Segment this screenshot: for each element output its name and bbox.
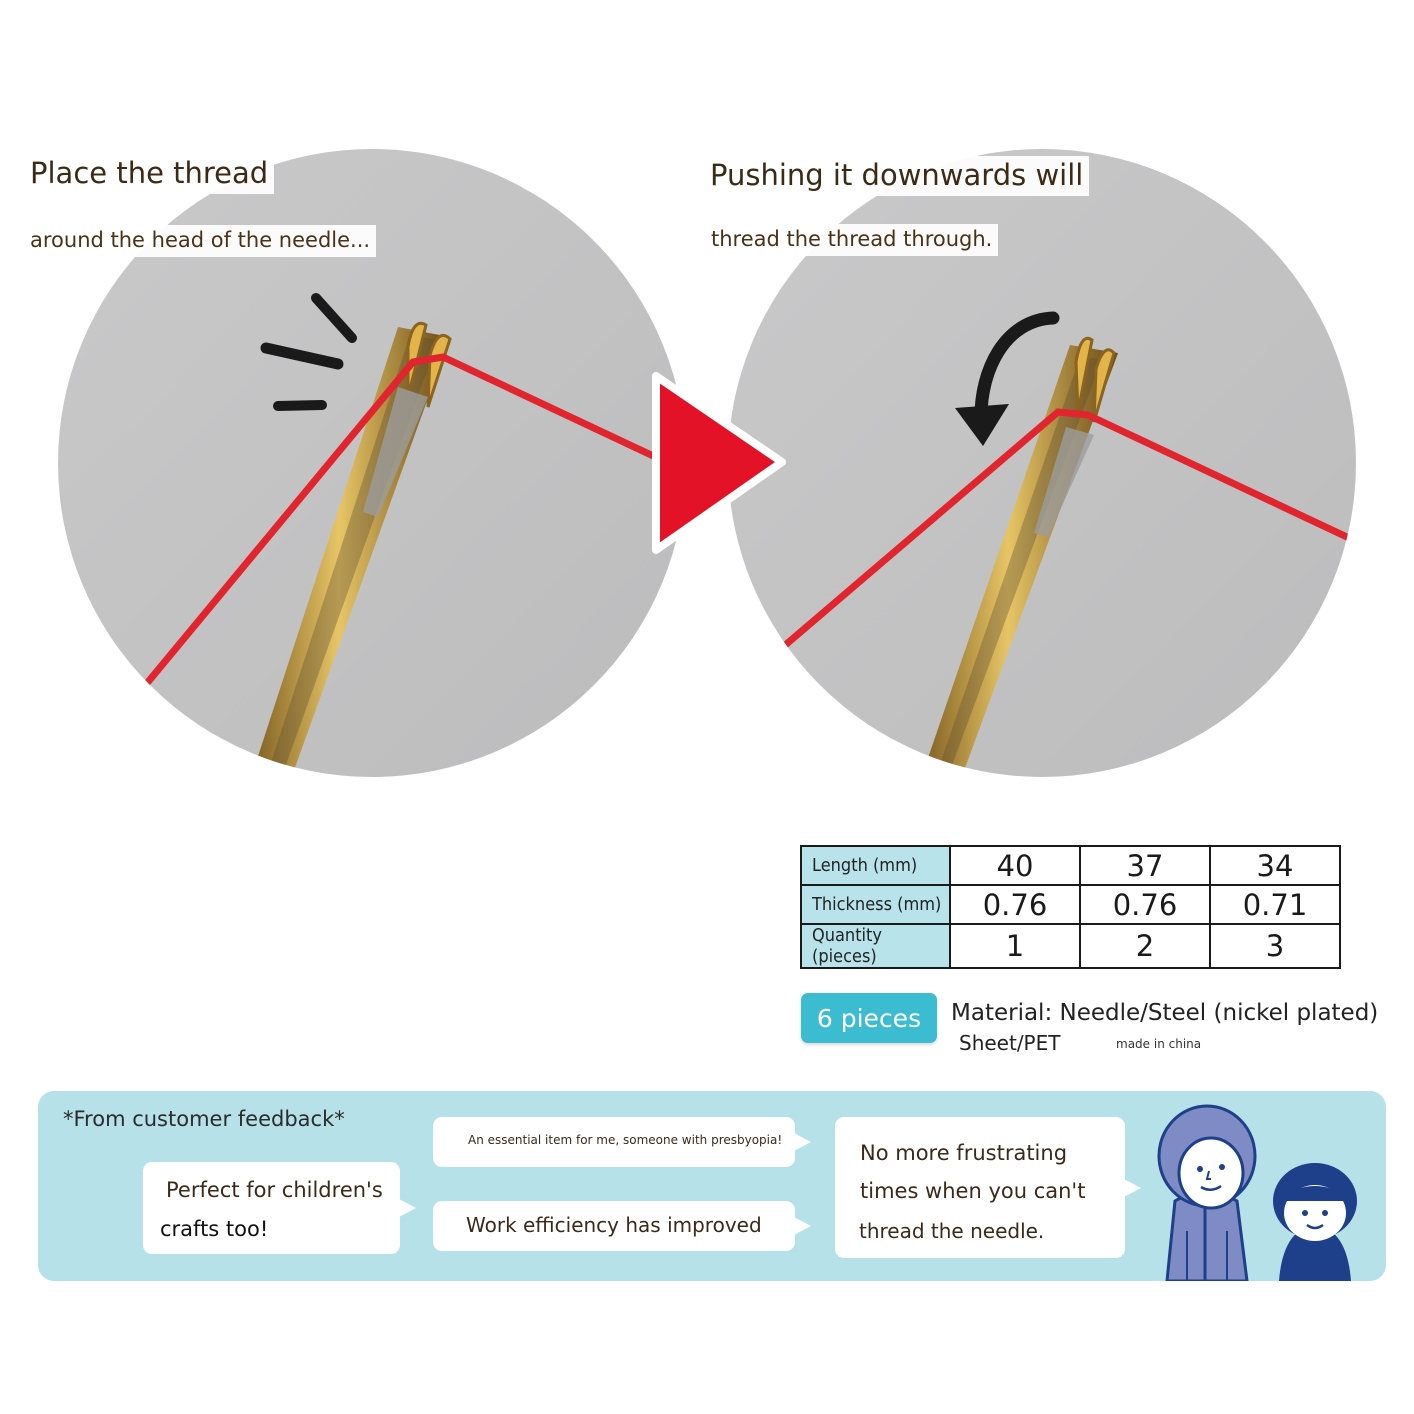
step-2-subtitle: thread the thread through. bbox=[707, 224, 999, 256]
row-label-thickness: Thickness (mm) bbox=[800, 884, 951, 925]
table-row: Quantity (pieces) 1 2 3 bbox=[800, 923, 1341, 969]
table-row: Length (mm) 40 37 34 bbox=[800, 845, 1341, 886]
table-cell: 0.76 bbox=[949, 884, 1081, 925]
table-cell: 2 bbox=[1079, 923, 1211, 969]
step-1-title: Place the thread bbox=[26, 154, 275, 194]
row-label-quantity: Quantity (pieces) bbox=[800, 923, 951, 969]
feedback-text: Perfect for children's bbox=[166, 1178, 383, 1202]
table-cell: 1 bbox=[949, 923, 1081, 969]
spec-table: Length (mm) 40 37 34 Thickness (mm) 0.76… bbox=[800, 845, 1341, 969]
row-label-length: Length (mm) bbox=[800, 845, 951, 886]
play-arrow-icon bbox=[652, 372, 786, 554]
table-cell: 34 bbox=[1209, 845, 1341, 886]
feedback-text: Work efficiency has improved bbox=[466, 1213, 762, 1237]
table-row: Thickness (mm) 0.76 0.76 0.71 bbox=[800, 884, 1341, 925]
people-illustration bbox=[1157, 1104, 1357, 1281]
feedback-text: times when you can't bbox=[860, 1179, 1086, 1203]
feedback-bubble-efficiency: Work efficiency has improved bbox=[433, 1201, 811, 1251]
table-cell: 37 bbox=[1079, 845, 1211, 886]
step-2-title: Pushing it downwards will bbox=[706, 156, 1090, 196]
material-sheet-text: Sheet/PET bbox=[959, 1031, 1061, 1055]
feedback-text: An essential item for me, someone with p… bbox=[468, 1133, 783, 1147]
material-text: Material: Needle/Steel (nickel plated) bbox=[951, 1000, 1379, 1026]
feedback-heading: *From customer feedback* bbox=[63, 1107, 345, 1131]
feedback-text: No more frustrating bbox=[860, 1141, 1068, 1165]
feedback-bubble-children: Perfect for children's crafts too! bbox=[143, 1162, 416, 1254]
pieces-badge: 6 pieces bbox=[801, 993, 937, 1043]
table-cell: 40 bbox=[949, 845, 1081, 886]
feedback-bubble-frustration: No more frustrating times when you can't… bbox=[835, 1117, 1141, 1258]
feedback-text: crafts too! bbox=[160, 1217, 269, 1241]
table-cell: 3 bbox=[1209, 923, 1341, 969]
table-cell: 0.71 bbox=[1209, 884, 1341, 925]
feedback-text: thread the needle. bbox=[859, 1219, 1045, 1243]
feedback-bubble-presbyopia: An essential item for me, someone with p… bbox=[433, 1117, 811, 1167]
table-cell: 0.76 bbox=[1079, 884, 1211, 925]
curved-arrow-down-icon bbox=[955, 311, 1060, 446]
step-1-subtitle: around the head of the needle... bbox=[26, 225, 377, 257]
motion-lines-icon bbox=[260, 293, 357, 411]
feedback-panel: *From customer feedback* Perfect for chi… bbox=[38, 1091, 1386, 1281]
origin-text: made in china bbox=[1116, 1037, 1202, 1051]
